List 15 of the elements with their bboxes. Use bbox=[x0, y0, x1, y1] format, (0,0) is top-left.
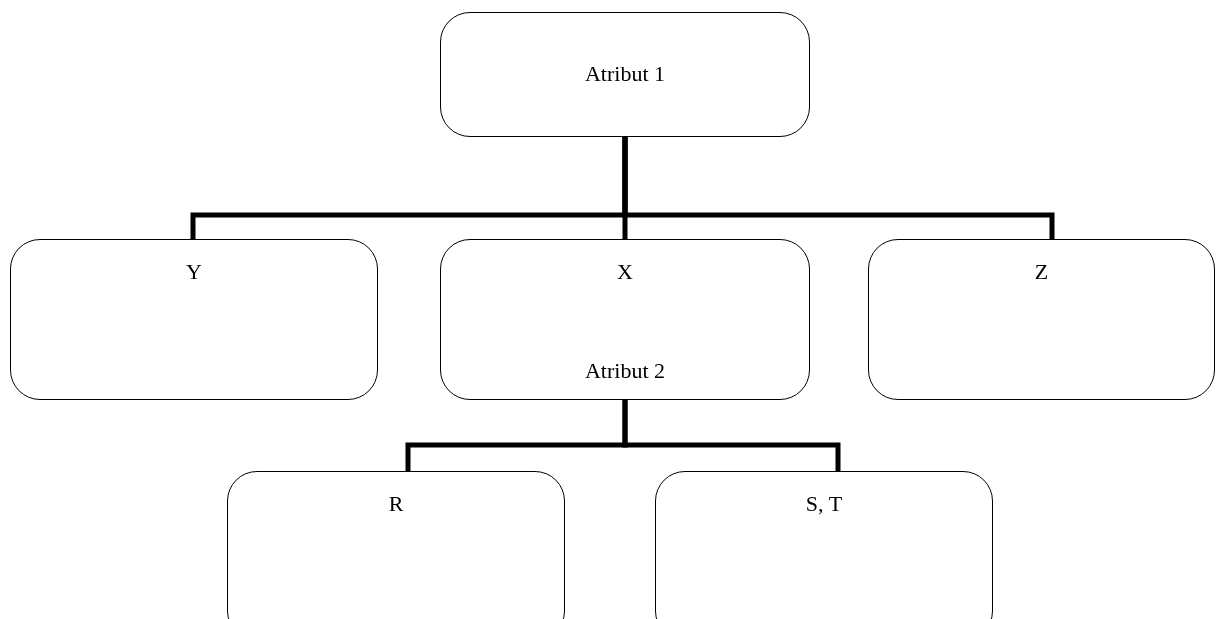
rounded-box bbox=[440, 239, 810, 400]
rounded-box bbox=[10, 239, 378, 400]
rounded-box bbox=[227, 471, 565, 619]
rounded-box bbox=[655, 471, 993, 619]
node-label: Atribut 1 bbox=[584, 62, 666, 87]
connector-line bbox=[622, 400, 841, 471]
node-label: R bbox=[388, 492, 404, 517]
node-label: Atribut 2 bbox=[584, 358, 666, 383]
node-label: S, T bbox=[805, 492, 843, 517]
connector-line bbox=[622, 137, 1055, 239]
node-label: Z bbox=[1034, 260, 1049, 285]
node-label: X bbox=[617, 260, 633, 285]
rounded-box bbox=[868, 239, 1215, 400]
rounded-box bbox=[440, 12, 810, 137]
node-label: Y bbox=[186, 260, 202, 285]
